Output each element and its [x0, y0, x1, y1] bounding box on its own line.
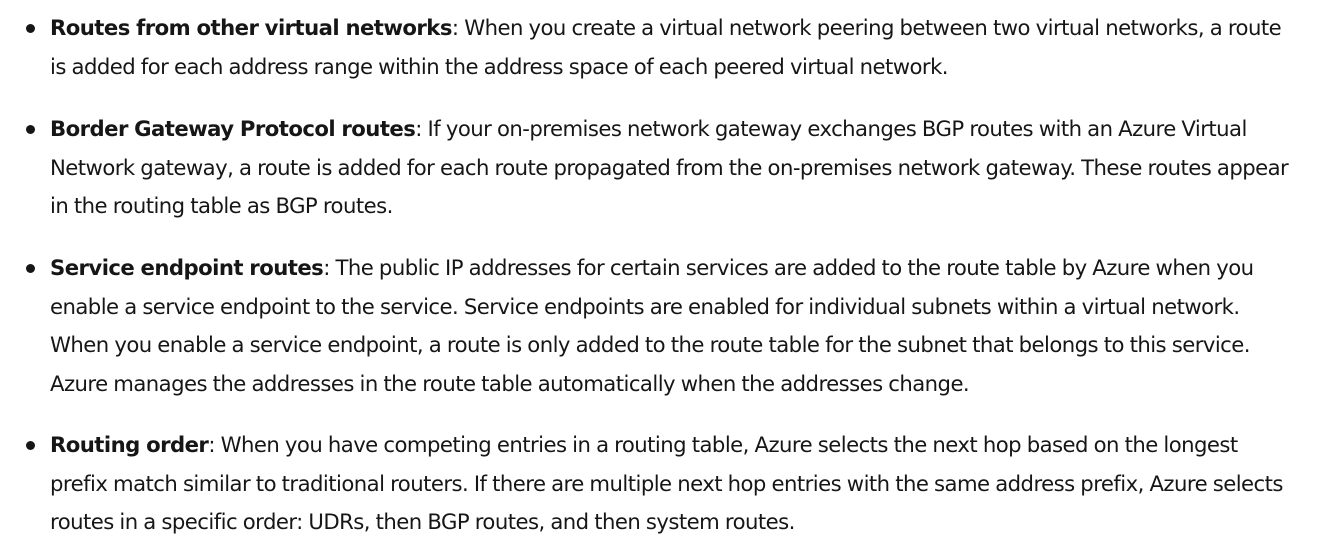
list-item: Border Gateway Protocol routes: If your …: [26, 110, 1300, 226]
item-term: Routing order: [50, 432, 209, 457]
item-term: Border Gateway Protocol routes: [50, 116, 416, 141]
list-item: Routing order: When you have competing e…: [26, 426, 1300, 542]
item-term: Routes from other virtual networks: [50, 15, 452, 40]
list-item: Routes from other virtual networks: When…: [26, 9, 1300, 86]
bullet-icon: [26, 441, 35, 450]
item-term: Service endpoint routes: [50, 255, 324, 280]
list-item: Service endpoint routes: The public IP a…: [26, 249, 1300, 404]
bullet-icon: [26, 125, 35, 134]
item-text: : The public IP addresses for certain se…: [50, 255, 1254, 397]
item-text: : When you create a virtual network peer…: [50, 15, 1282, 79]
item-text: : When you have competing entries in a r…: [50, 432, 1283, 535]
bullet-icon: [26, 264, 35, 273]
bullet-icon: [26, 24, 35, 33]
item-text: : If your on-premises network gateway ex…: [50, 116, 1289, 219]
